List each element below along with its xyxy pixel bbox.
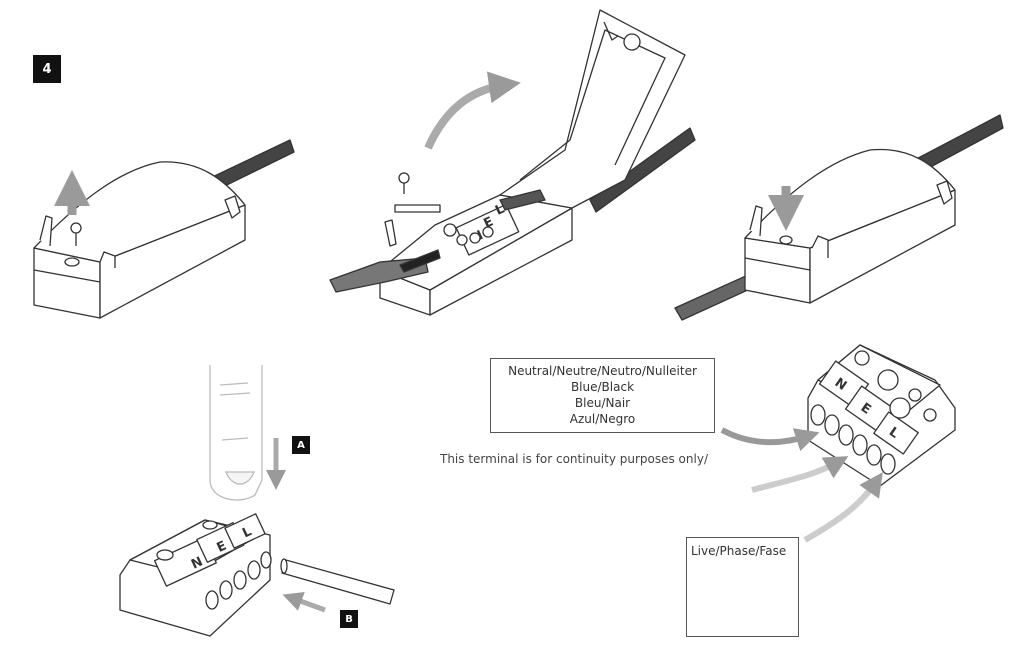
neutral-label-line4: Azul/Negro [569,412,636,426]
hinged-lid [499,9,686,209]
arrow-rotate-lid [424,71,521,150]
connector-opened: N E L [329,9,696,316]
live-label-box: Live/Phase/Fase [686,537,799,637]
marker-a: A [292,436,310,454]
arrow-insert-wire [282,592,326,613]
continuity-note: This terminal is for continuity purposes… [440,452,708,466]
terminal-block-labeled: N E L [807,344,956,487]
marker-b: B [340,610,358,628]
arrow-continuity [751,456,849,493]
neutral-label-line3: Bleu/Nair [574,396,631,410]
neutral-label-line1: Neutral/Neutre/Neutro/Nulleiter [508,364,697,378]
connector-closed-screwed [674,114,1004,321]
connector-closed-unscrewed [33,139,295,319]
finger-illustration [209,365,263,501]
step-number-badge: 4 [33,55,61,83]
neutral-label-line2: Blue/Black [570,380,635,394]
wire-insert [280,558,395,605]
neutral-label-box: Neutral/Neutre/Neutro/Nulleiter Blue/Bla… [490,358,715,433]
terminal-block-press: N E L [119,513,272,637]
arrow-neutral [720,427,820,452]
live-label: Live/Phase/Fase [691,544,787,558]
arrow-live [803,472,883,543]
cable-right-top [589,127,696,213]
